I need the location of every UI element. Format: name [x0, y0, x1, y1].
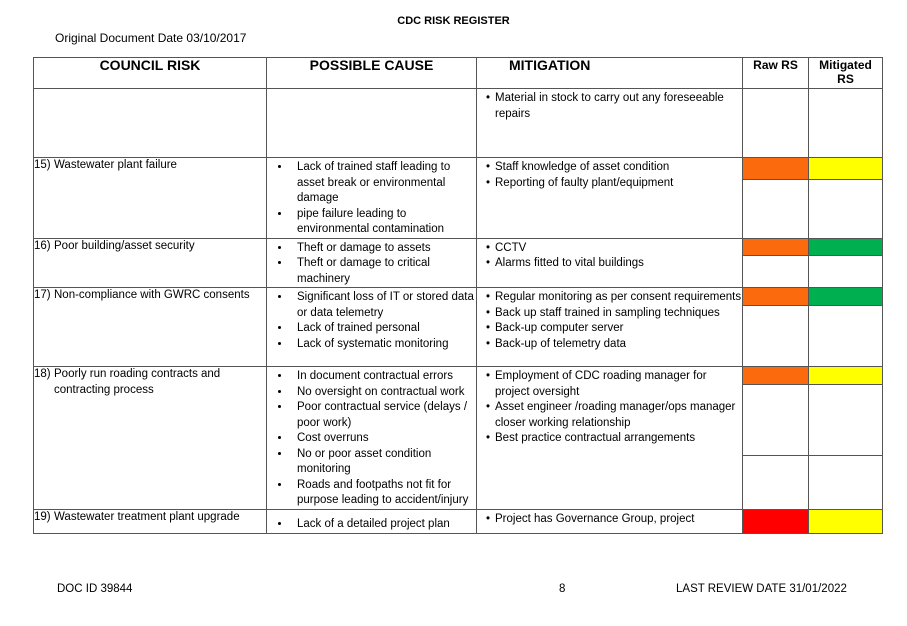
table-row-17: 17)Non-compliance with GWRC consents Sig… — [33, 287, 883, 367]
continued-mitigated-cell — [808, 88, 883, 158]
list-item: Poor contractual service (delays / poor … — [291, 400, 476, 431]
list-item: Regular monitoring as per consent requir… — [486, 290, 742, 306]
table-row-19: 19)Wastewater treatment plant upgrade La… — [33, 509, 883, 534]
list-item: Theft or damage to assets — [291, 241, 476, 257]
list-item: Staff knowledge of asset condition — [486, 160, 742, 176]
cell-divider — [743, 455, 808, 456]
cell-divider — [809, 455, 882, 456]
raw-rs-cell — [742, 237, 809, 288]
risk-number: 19) — [34, 511, 51, 523]
risk-number: 18) — [34, 368, 51, 380]
possible-cause-cell: Significant loss of IT or stored data or… — [266, 287, 477, 367]
list-item: Back up staff trained in sampling techni… — [486, 306, 742, 322]
raw-rs-cell — [742, 509, 809, 534]
list-item: Reporting of faulty plant/equipment — [486, 176, 742, 192]
council-risk-cell: 18)Poorly run roading contracts and cont… — [33, 366, 267, 510]
council-risk-cell: 17)Non-compliance with GWRC consents — [33, 287, 267, 367]
col-header-raw-rs: Raw RS — [742, 57, 809, 89]
list-item: CCTV — [486, 241, 742, 257]
continued-raw-cell — [742, 88, 809, 158]
col-header-possible-cause: POSSIBLE CAUSE — [266, 57, 477, 89]
possible-cause-cell: Theft or damage to assets Theft or damag… — [266, 237, 477, 288]
risk-number: 15) — [34, 159, 51, 171]
risk-title: Wastewater treatment plant upgrade — [54, 511, 240, 523]
mitigated-rs-cell — [808, 237, 883, 288]
list-item: Alarms fitted to vital buildings — [486, 256, 742, 272]
mitigated-rs-cell — [808, 287, 883, 367]
list-item: Significant loss of IT or stored data or… — [291, 290, 476, 321]
risk-title: Wastewater plant failure — [54, 159, 177, 171]
table-header-row: COUNCIL RISK POSSIBLE CAUSE MITIGATION R… — [33, 57, 883, 89]
list-item: Project has Governance Group, project — [486, 512, 742, 528]
table-row-continued: Material in stock to carry out any fores… — [33, 88, 883, 158]
list-item: Cost overruns — [291, 431, 476, 447]
mitigation-cell: Employment of CDC roading manager for pr… — [476, 366, 743, 510]
continued-mitigation-cell: Material in stock to carry out any fores… — [476, 88, 743, 158]
raw-rs-swatch — [743, 367, 808, 385]
raw-rs-cell — [742, 157, 809, 239]
council-risk-cell: 19)Wastewater treatment plant upgrade — [33, 509, 267, 534]
list-item: Roads and footpaths not fit for purpose … — [291, 478, 476, 509]
mitigated-rs-swatch — [809, 158, 882, 180]
list-item: Best practice contractual arrangements — [486, 431, 742, 447]
mitigated-rs-swatch — [809, 510, 882, 533]
list-item: Lack of trained staff leading to asset b… — [291, 160, 476, 207]
table-row-15: 15)Wastewater plant failure Lack of trai… — [33, 157, 883, 239]
continued-risk-cell — [33, 88, 267, 158]
continued-cause-cell — [266, 88, 477, 158]
doc-id: DOC ID 39844 — [57, 583, 133, 595]
mitigated-header-line2: RS — [837, 72, 854, 86]
possible-cause-cell: Lack of a detailed project plan — [266, 509, 477, 534]
mitigated-header-line1: Mitigated — [819, 58, 872, 72]
table-row-16: 16)Poor building/asset security Theft or… — [33, 237, 883, 288]
risk-title: Poor building/asset security — [54, 239, 195, 252]
list-item: Lack of systematic monitoring — [291, 337, 476, 353]
raw-rs-cell — [742, 287, 809, 367]
list-item: pipe failure leading to environmental co… — [291, 207, 476, 238]
document-title: CDC RISK REGISTER — [397, 15, 510, 27]
mitigation-cell: Regular monitoring as per consent requir… — [476, 287, 743, 367]
page-number: 8 — [559, 583, 566, 595]
mitigated-rs-cell — [808, 157, 883, 239]
raw-rs-swatch — [743, 238, 808, 256]
raw-rs-swatch — [743, 510, 808, 533]
risk-title: Non-compliance with GWRC consents — [54, 289, 250, 301]
council-risk-cell: 16)Poor building/asset security — [33, 237, 267, 288]
mitigated-rs-cell — [808, 509, 883, 534]
list-item: No or poor asset condition monitoring — [291, 447, 476, 478]
mitigated-rs-swatch — [809, 367, 882, 385]
risk-register-table: COUNCIL RISK POSSIBLE CAUSE MITIGATION R… — [33, 57, 883, 534]
mitigation-cell: CCTV Alarms fitted to vital buildings — [476, 237, 743, 288]
list-item: Employment of CDC roading manager for pr… — [486, 369, 742, 400]
original-document-date: Original Document Date 03/10/2017 — [55, 31, 247, 45]
last-review-date: LAST REVIEW DATE 31/01/2022 — [676, 583, 847, 595]
list-item: No oversight on contractual work — [291, 385, 476, 401]
raw-rs-swatch — [743, 288, 808, 306]
possible-cause-cell: In document contractual errors No oversi… — [266, 366, 477, 510]
list-item: Material in stock to carry out any fores… — [486, 91, 742, 122]
mitigated-rs-swatch — [809, 238, 882, 256]
list-item: Lack of a detailed project plan — [291, 517, 476, 533]
col-header-council-risk: COUNCIL RISK — [33, 57, 267, 89]
risk-number: 16) — [34, 239, 51, 252]
possible-cause-cell: Lack of trained staff leading to asset b… — [266, 157, 477, 239]
mitigation-cell: Staff knowledge of asset condition Repor… — [476, 157, 743, 239]
col-header-mitigation: MITIGATION — [476, 57, 743, 89]
council-risk-cell: 15)Wastewater plant failure — [33, 157, 267, 239]
table-row-18: 18)Poorly run roading contracts and cont… — [33, 366, 883, 510]
raw-rs-swatch — [743, 158, 808, 180]
list-item: In document contractual errors — [291, 369, 476, 385]
list-item: Back-up of telemetry data — [486, 337, 742, 353]
list-item: Asset engineer /roading manager/ops mana… — [486, 400, 742, 431]
raw-rs-cell — [742, 366, 809, 510]
risk-number: 17) — [34, 289, 51, 301]
mitigation-cell: Project has Governance Group, project — [476, 509, 743, 534]
mitigated-rs-swatch — [809, 288, 882, 306]
mitigated-rs-cell — [808, 366, 883, 510]
list-item: Lack of trained personal — [291, 321, 476, 337]
list-item: Back-up computer server — [486, 321, 742, 337]
risk-title: Poorly run roading contracts and contrac… — [54, 368, 221, 396]
list-item: Theft or damage to critical machinery — [291, 256, 476, 287]
